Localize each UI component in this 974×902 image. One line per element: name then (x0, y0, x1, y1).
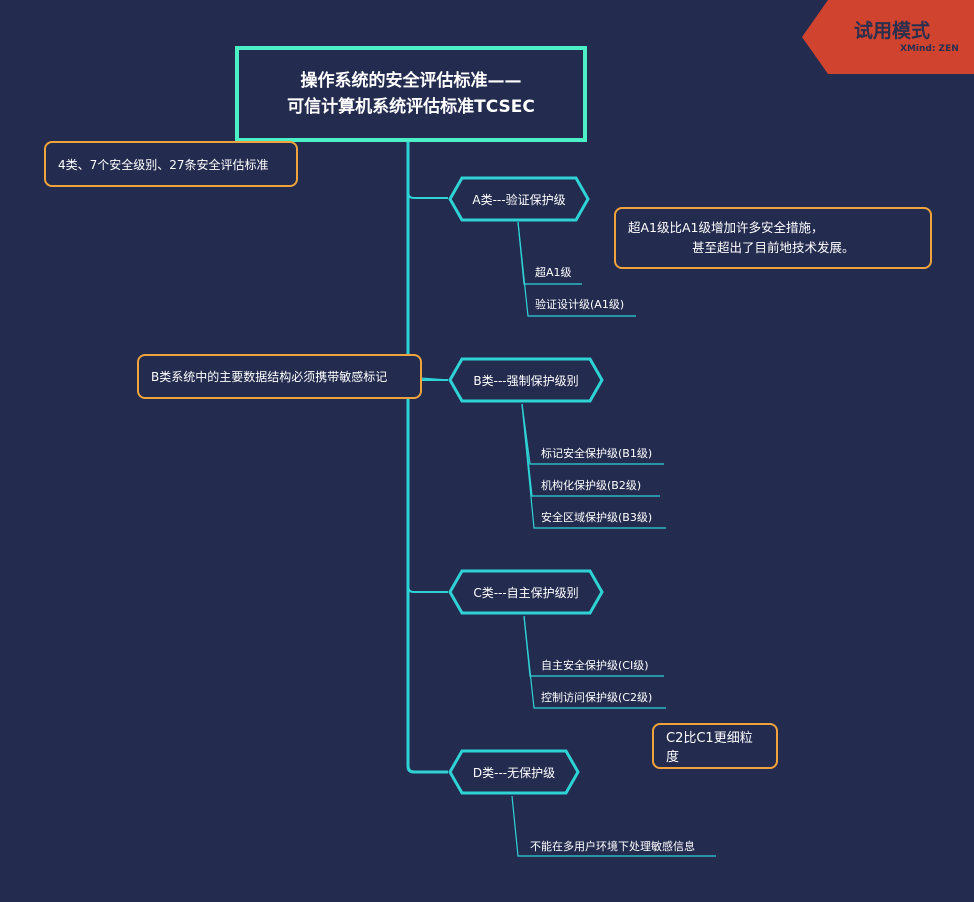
b-child-b3[interactable]: 安全区域保护级(B3级) (541, 511, 653, 524)
a-child-a1[interactable]: 验证设计级(A1级) (535, 298, 625, 311)
category-d-node[interactable]: D类---无保护级 (448, 749, 580, 795)
b-class-note[interactable]: B类系统中的主要数据结构必须携带敏感标记 (137, 354, 422, 399)
category-a-node[interactable]: A类---验证保护级 (448, 176, 590, 222)
category-a-label: A类---验证保护级 (472, 192, 566, 207)
b-child-b2[interactable]: 机构化保护级(B2级) (541, 479, 642, 492)
a-child-super-a1[interactable]: 超A1级 (535, 266, 572, 279)
overview-note[interactable]: 4类、7个安全级别、27条安全评估标准 (44, 141, 298, 187)
root-topic-line2: 可信计算机系统评估标准TCSEC (287, 97, 535, 117)
category-d-label: D类---无保护级 (472, 765, 556, 780)
a-class-note-line2: 甚至超出了目前地技术发展。 (692, 240, 855, 255)
root-topic[interactable]: 操作系统的安全评估标准—— 可信计算机系统评估标准TCSEC (235, 46, 587, 142)
category-b-node[interactable]: B类---强制保护级别 (448, 357, 604, 403)
root-topic-line1: 操作系统的安全评估标准—— (300, 71, 522, 91)
overview-note-text: 4类、7个安全级别、27条安全评估标准 (58, 157, 269, 172)
c-class-note[interactable]: C2比C1更细粒度 (652, 723, 778, 769)
hexagon-shape (448, 569, 604, 615)
a-class-note-line1: 超A1级比A1级增加许多安全措施， (628, 220, 824, 235)
b-class-note-text: B类系统中的主要数据结构必须携带敏感标记 (151, 370, 388, 384)
category-c-node[interactable]: C类---自主保护级别 (448, 569, 604, 615)
badge-shape (802, 0, 974, 74)
xmind-brand-label: XMind: ZEN (900, 44, 959, 54)
trial-mode-label: 试用模式 (854, 20, 931, 42)
hexagon-shape (448, 357, 604, 403)
hexagon-shape (448, 749, 580, 795)
d-child-no-protection[interactable]: 不能在多用户环境下处理敏感信息 (530, 840, 695, 853)
a-class-note[interactable]: 超A1级比A1级增加许多安全措施， 甚至超出了目前地技术发展。 (614, 207, 932, 269)
c-child-c1[interactable]: 自主安全保护级(CI级) (541, 659, 649, 672)
b-child-b1[interactable]: 标记安全保护级(B1级) (541, 447, 653, 460)
category-b-label: B类---强制保护级别 (473, 373, 579, 388)
category-c-label: C类---自主保护级别 (473, 585, 579, 600)
c-class-note-text: C2比C1更细粒度 (666, 731, 753, 765)
c-child-c2[interactable]: 控制访问保护级(C2级) (541, 691, 653, 704)
hexagon-shape (448, 176, 590, 222)
trial-mode-badge: 试用模式 XMind: ZEN (800, 0, 974, 74)
